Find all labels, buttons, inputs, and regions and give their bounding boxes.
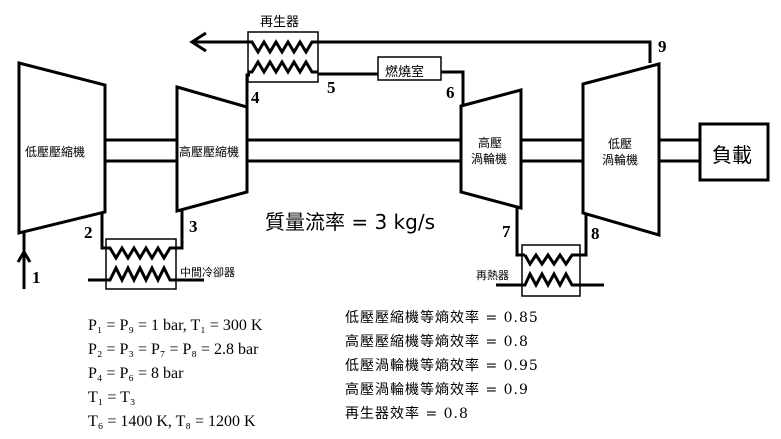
shaft (105, 138, 700, 163)
condition-line: T₆ = 1400 K, T₈ = 1200 K (88, 413, 256, 430)
reheater-label: 再熱器 (476, 269, 509, 282)
reheater-box (521, 244, 581, 297)
mass-flow-rate: 質量流率 = 3 kg/s (265, 210, 435, 234)
state-3: 3 (189, 217, 198, 236)
hp-turbine-label-1: 高壓 (478, 136, 503, 150)
regenerator-coil-hot (248, 39, 318, 55)
state-7: 7 (502, 222, 511, 241)
hp-turbine-label-2: 渦輪機 (471, 152, 508, 166)
hp-compressor (175, 85, 249, 213)
regenerator-coil-cold (248, 59, 318, 75)
hp-turbine (459, 88, 523, 210)
load-box (698, 122, 770, 182)
line-3 (175, 211, 184, 250)
lp-turbine (581, 62, 661, 237)
lp-compressor (17, 61, 107, 235)
efficiency-line: 高壓壓縮機等熵效率 = 0.8 (345, 334, 529, 350)
combustor-label: 燃燒室 (385, 65, 425, 80)
condition-line: T₁ = T₃ (88, 389, 136, 406)
condition-line: P₂ = P₃ = P₇ = P₈ = 2.8 bar (88, 341, 259, 358)
line-8 (578, 215, 588, 257)
combustor-box (377, 56, 442, 81)
intercooler-coil-1 (106, 245, 176, 261)
regenerator-box (247, 31, 319, 83)
state-8: 8 (591, 224, 600, 243)
efficiency-list: 低壓壓縮機等熵效率 = 0.85 高壓壓縮機等熵效率 = 0.8 低壓渦輪機等熵… (345, 306, 539, 426)
intercooler-label: 中間冷卻器 (180, 266, 235, 279)
line-4 (245, 73, 250, 107)
condition-line: P₄ = P₆ = 8 bar (88, 365, 184, 382)
reheater-coil-2 (496, 270, 604, 289)
lp-turbine-label-1: 低壓 (608, 137, 633, 151)
state-6: 6 (446, 83, 455, 102)
state-9: 9 (658, 37, 667, 56)
exhaust-arrow (189, 31, 248, 53)
inlet-arrow (16, 233, 32, 289)
state-2: 2 (84, 223, 93, 242)
state-4: 4 (251, 88, 260, 107)
exhaust-line-9 (318, 40, 652, 63)
hp-compressor-label: 高壓壓縮機 (179, 145, 240, 159)
efficiency-line: 低壓渦輪機等熵效率 = 0.95 (345, 358, 539, 374)
state-5: 5 (327, 78, 336, 97)
line-2 (100, 212, 106, 250)
condition-line: P₁ = P₉ = 1 bar, T₁ = 300 K (88, 317, 263, 334)
intercooler-coil-2 (88, 264, 204, 284)
efficiency-line: 再生器效率 = 0.8 (345, 406, 469, 422)
line-6 (441, 70, 465, 106)
load-label: 負載 (712, 143, 752, 167)
reheater-coil-1 (523, 252, 578, 267)
intercooler-box (105, 238, 177, 290)
lp-compressor-label: 低壓壓縮機 (25, 145, 86, 159)
line-7 (515, 208, 525, 257)
lp-turbine-label-2: 渦輪機 (602, 153, 639, 167)
state-1: 1 (32, 268, 41, 287)
efficiency-line: 高壓渦輪機等熵效率 = 0.9 (345, 382, 529, 398)
efficiency-line: 低壓壓縮機等熵效率 = 0.85 (345, 310, 539, 326)
regenerator-label: 再生器 (260, 15, 300, 30)
conditions-list: P₁ = P₉ = 1 bar, T₁ = 300 K P₂ = P₃ = P₇… (88, 314, 262, 434)
